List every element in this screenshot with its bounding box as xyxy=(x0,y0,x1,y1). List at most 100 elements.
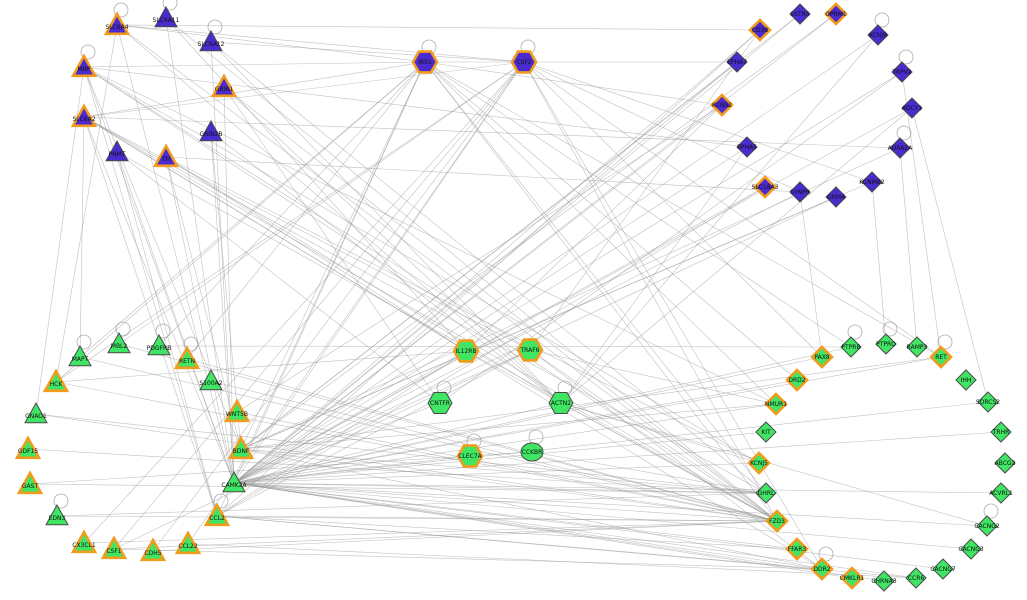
node-GRM4[interactable] xyxy=(825,186,847,208)
node-GDF15[interactable] xyxy=(14,435,42,460)
node-RETN[interactable] xyxy=(173,345,201,370)
node-CCL2[interactable] xyxy=(203,502,231,527)
node-TRPV2[interactable] xyxy=(891,61,913,83)
edge-MBP-FZD3 xyxy=(83,66,778,522)
node-TH[interactable] xyxy=(152,143,180,168)
node-GRIN2B[interactable] xyxy=(199,119,223,142)
node-SLC6A2[interactable] xyxy=(70,103,98,128)
node-label-IHH: IHH xyxy=(961,377,972,384)
edge-CSF2-CAMK2A xyxy=(233,61,525,484)
edge-CAMK2A-KCNJ5 xyxy=(233,462,760,484)
node-SORCS2[interactable] xyxy=(977,391,999,413)
node-PAX8[interactable] xyxy=(810,345,834,369)
edge-S100A2-FZD3 xyxy=(210,380,778,522)
node-PNMT[interactable] xyxy=(105,139,129,162)
edge-MBP-CCL2 xyxy=(83,66,218,517)
node-EPHA7[interactable] xyxy=(726,51,748,73)
node-CSF1[interactable] xyxy=(100,535,128,560)
edge-SLC6A12-ACTN2 xyxy=(210,41,562,404)
node-CCR6[interactable] xyxy=(905,567,927,589)
node-GRIA1[interactable] xyxy=(210,73,238,98)
node-FFAR3[interactable] xyxy=(785,537,809,561)
node-OPRM1[interactable] xyxy=(824,2,848,26)
node-KCNS2[interactable] xyxy=(710,93,734,117)
node-CLEC7A[interactable] xyxy=(456,444,484,468)
node-SLC6A4[interactable] xyxy=(103,11,131,36)
edge-GAST-GHRL xyxy=(29,483,767,494)
node-SLC6A11[interactable] xyxy=(154,5,178,28)
node-MBL2[interactable] xyxy=(107,331,131,354)
node-CSF2[interactable] xyxy=(510,50,538,74)
node-PDGFRB[interactable] xyxy=(147,333,171,356)
node-GHRL[interactable] xyxy=(755,482,777,504)
node-CACNG7[interactable] xyxy=(932,558,954,580)
node-CCL22[interactable] xyxy=(174,530,202,555)
node-CDH5[interactable] xyxy=(139,537,167,562)
node-CACNG2[interactable] xyxy=(976,515,998,537)
edge-GRM4-BDNF xyxy=(240,196,837,450)
node-NMUR1[interactable] xyxy=(764,392,788,416)
edge-IRS1-KCNS2 xyxy=(424,61,723,106)
node-ABCG2[interactable] xyxy=(994,452,1016,474)
node-CHRNA3[interactable] xyxy=(873,570,895,592)
node-KCNJ9[interactable] xyxy=(867,24,889,46)
node-EDN3[interactable] xyxy=(45,503,69,526)
node-KCNMB2[interactable] xyxy=(861,171,883,193)
node-CNTFR[interactable] xyxy=(427,392,453,414)
node-EPHA5[interactable] xyxy=(736,136,758,158)
node-CMKLR1[interactable] xyxy=(840,566,864,590)
self-loop-EDN3 xyxy=(53,493,69,509)
node-SSTR5[interactable] xyxy=(789,3,811,25)
node-ADCY1[interactable] xyxy=(901,97,923,119)
node-RAMP3[interactable] xyxy=(906,336,928,358)
node-IHH[interactable] xyxy=(955,369,977,391)
node-HCK[interactable] xyxy=(42,368,70,393)
edge-CSF2-CSF1 xyxy=(113,61,525,550)
node-ACVRL1[interactable] xyxy=(990,482,1012,504)
edge-TRPV2-RET xyxy=(901,71,942,358)
node-CX3CL1[interactable] xyxy=(70,529,98,554)
node-MBP[interactable] xyxy=(70,53,98,78)
node-WNT5B[interactable] xyxy=(223,398,251,423)
node-CACNG3[interactable] xyxy=(960,538,982,560)
edge-IL12RB-CCL2 xyxy=(216,350,467,517)
node-PTPRO[interactable] xyxy=(875,333,897,355)
node-TRHR[interactable] xyxy=(990,421,1012,443)
node-TRAF6[interactable] xyxy=(516,338,544,362)
node-ACTN2[interactable] xyxy=(548,392,574,414)
node-PTPRB[interactable] xyxy=(840,336,862,358)
edge-CX3CL1-FZD3 xyxy=(83,520,778,544)
edge-IRS1-RETN xyxy=(186,61,426,360)
node-IRS1[interactable] xyxy=(411,50,439,74)
node-CAMK2A[interactable] xyxy=(222,470,246,493)
node-label-CACNG3: CACNG3 xyxy=(958,546,984,553)
node-label-CMKLR1: CMKLR1 xyxy=(840,575,865,582)
node-BDNF[interactable] xyxy=(227,435,255,460)
edge-IL12RB-CAMK2A xyxy=(233,350,467,484)
node-SLC18A3[interactable] xyxy=(753,175,777,199)
node-MAPT[interactable] xyxy=(68,344,92,367)
node-SYNPR[interactable] xyxy=(789,181,811,203)
node-KCNJ5[interactable] xyxy=(747,451,771,475)
node-DDR2[interactable] xyxy=(810,557,834,581)
node-GAST[interactable] xyxy=(16,470,44,495)
edge-KCNJ9-CAMK2A xyxy=(233,34,879,484)
node-GNAO1[interactable] xyxy=(24,401,48,424)
edge-GRIN2B-BDNF xyxy=(210,131,242,450)
node-label-RET: RET xyxy=(935,354,947,361)
node-S100A2[interactable] xyxy=(199,368,223,391)
node-FZD3[interactable] xyxy=(765,509,789,533)
edge-CSF2-CX3CL1 xyxy=(83,61,525,544)
node-CCKBR[interactable] xyxy=(520,442,544,462)
node-label-EDN3: EDN3 xyxy=(49,515,66,522)
edge-CCL2-DDR2 xyxy=(216,515,823,570)
node-KIT[interactable] xyxy=(755,421,777,443)
node-DRD2[interactable] xyxy=(785,368,809,392)
edge-MBP-IRS1 xyxy=(83,61,426,68)
node-ADRA2A[interactable] xyxy=(889,137,911,159)
node-CD38[interactable] xyxy=(748,18,772,42)
edge-PNMT-CAMK2A xyxy=(116,151,235,484)
node-RET[interactable] xyxy=(929,345,953,369)
node-SLC6A12[interactable] xyxy=(199,29,223,52)
node-IL12RB[interactable] xyxy=(452,339,480,363)
